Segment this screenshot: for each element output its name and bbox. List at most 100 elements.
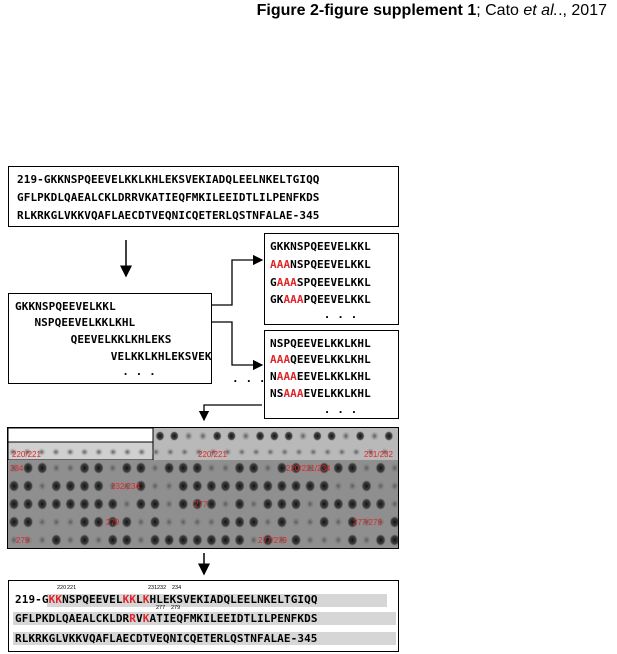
blot-spot: [251, 448, 261, 456]
blot-spot: [107, 480, 118, 492]
blot-spot: [220, 516, 231, 528]
blot-spot: [298, 431, 308, 441]
blot-spot: [361, 462, 372, 474]
blot-spot: [121, 462, 132, 474]
blot-spot: [290, 498, 302, 510]
blot-spot: [227, 431, 236, 441]
blot-spot: [22, 498, 34, 510]
blot-spot: [137, 448, 146, 456]
residue-number: 231: [148, 585, 158, 591]
blot-label: 231/232: [364, 450, 393, 459]
blot-spot: [65, 498, 76, 510]
blot-spot: [304, 534, 316, 546]
blot-spot: [284, 431, 294, 441]
blot-spot: [319, 516, 330, 528]
blot-spot: [361, 534, 372, 546]
blot-spot: [389, 498, 398, 510]
blot-spot: [149, 462, 161, 474]
blot-spot: [178, 534, 189, 546]
figure-header: Figure 2-figure supplement 1; Cato et al…: [256, 2, 607, 19]
blot-spot: [209, 448, 218, 456]
blot-spot: [241, 431, 251, 441]
blot-spot: [262, 498, 273, 510]
residue-number: 221: [67, 585, 77, 591]
blot-spot: [266, 448, 275, 456]
blot-spot: [184, 431, 194, 441]
blot-spot: [237, 448, 246, 456]
blot-spot: [323, 448, 332, 456]
blot-spot: [192, 534, 203, 546]
peptide-line: QEEVELKKLKHLEKS: [37, 333, 172, 346]
blot-label: 232/234: [111, 482, 140, 491]
blot-spot: [366, 448, 375, 456]
residue-number: 277: [156, 605, 166, 611]
sequence-line: GFLPKDLQAEALCKLDRRVKATIEQFMKILEEIDTLILPE…: [17, 191, 320, 204]
blot-spot: [361, 480, 372, 492]
blot-spot: [220, 498, 231, 510]
blot-spot: [65, 516, 76, 528]
blot-spot: [151, 448, 161, 456]
blot-spot: [163, 498, 175, 510]
blot-spot: [276, 498, 288, 510]
blot-spot: [248, 480, 259, 492]
blot-spot: [8, 462, 20, 474]
blot-spot: [319, 534, 330, 546]
blot-spot: [304, 498, 316, 510]
blot-spot: [65, 462, 76, 474]
blot-spot: [65, 534, 76, 546]
blot-label: 279: [106, 518, 120, 527]
blot-spot: [37, 516, 48, 528]
blot-spot: [37, 498, 48, 510]
blot-spot: [121, 498, 132, 510]
peptide-box: GKKNSPQEEVELKKL NSPQEEVELKKLKHL QEEVELKK…: [8, 293, 212, 384]
blot-spot: [93, 498, 104, 510]
blot-spot: [347, 534, 358, 546]
blot-spot: [319, 498, 330, 510]
blot-spot: [149, 534, 161, 546]
blot-spot: [248, 498, 259, 510]
blot-spot: [375, 480, 386, 492]
blot-spot: [180, 448, 189, 456]
mutant-line: GKKNSPQEEVELKKL: [270, 240, 371, 253]
blot-label: 279: [16, 536, 30, 545]
blot-spot: [341, 431, 351, 441]
blot-spot: [290, 516, 302, 528]
blot-spot: [234, 516, 245, 528]
result-sequence-box: 220 221 231 232 234 277 279 219-GKKNSPQE…: [8, 580, 399, 652]
highlight-bar: [47, 594, 387, 607]
blot-spot: [333, 534, 344, 546]
blot-spot: [192, 462, 203, 474]
blot-spot: [276, 480, 288, 492]
blot-spot: [37, 534, 48, 546]
blot-spot: [234, 534, 245, 546]
blot-spot: [135, 534, 147, 546]
mutant-line: AAANSPQEEVELKKL: [270, 258, 371, 271]
blot-spot: [8, 516, 20, 528]
blot-spot: [234, 498, 245, 510]
blot-spot: [206, 498, 217, 510]
blot-spot: [121, 480, 132, 492]
blot-spot: [309, 448, 318, 456]
blot-spot: [8, 448, 18, 456]
blot-spot: [155, 431, 165, 441]
blot-spot: [375, 462, 386, 474]
blot-spot: [290, 480, 302, 492]
blot-spot: [22, 480, 34, 492]
mutant-line: NAAAEEVELKKLKHL: [270, 370, 371, 383]
blot-spot: [135, 462, 147, 474]
blot-spot: [65, 480, 76, 492]
blot-spot: [149, 498, 161, 510]
blot-spot: [319, 480, 330, 492]
blot-spot: [79, 498, 90, 510]
blot-spot: [280, 448, 289, 456]
blot-spot: [319, 462, 330, 474]
blot-spot: [375, 498, 386, 510]
highlight-bar: [13, 632, 396, 645]
blot-spot: [163, 480, 175, 492]
blot-spot: [66, 448, 75, 456]
blot-spot: [198, 431, 208, 441]
blot-spot: [37, 480, 48, 492]
blot-spot: [269, 431, 279, 441]
blot-spot: [94, 448, 104, 456]
blot-label: 220/221: [12, 450, 41, 459]
